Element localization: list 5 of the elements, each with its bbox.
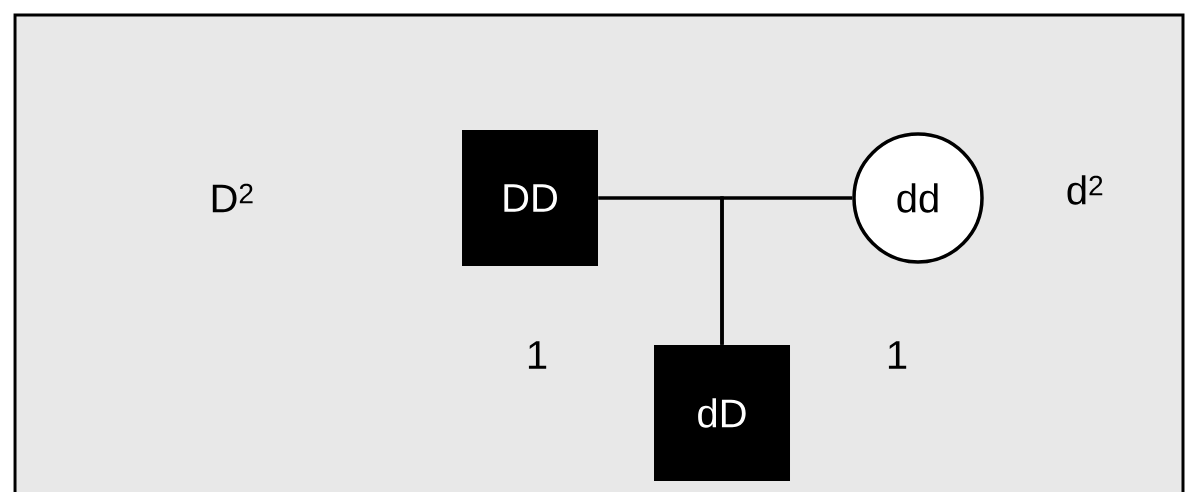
label-text: d$^{2}$ — [1067, 175, 1103, 205]
label-text: D$^{2}$ — [212, 183, 253, 213]
label-text: 1 — [888, 341, 907, 369]
label-text: 1 — [528, 341, 547, 369]
pedigree-line — [720, 196, 853, 345]
